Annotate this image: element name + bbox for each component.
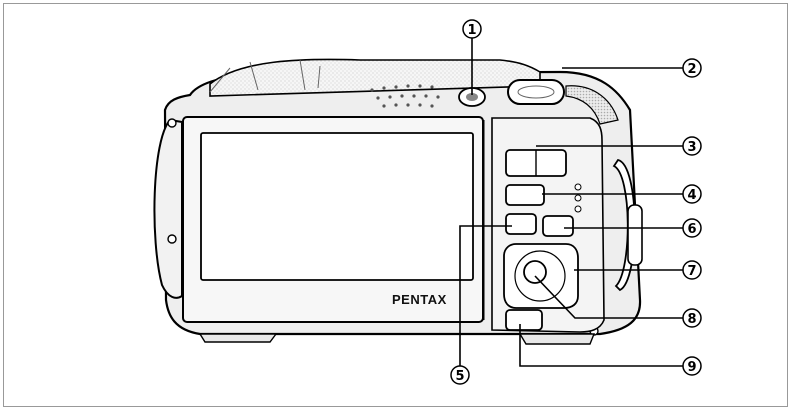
callout-7-label: 7 <box>687 264 696 279</box>
callout-1: 1 <box>462 19 482 39</box>
play-button <box>505 184 545 206</box>
callout-6: 6 <box>682 218 702 238</box>
callout-5-label: 5 <box>455 369 464 384</box>
callout-3-label: 3 <box>687 140 696 155</box>
callout-4-label: 4 <box>687 188 696 203</box>
callout-5: 5 <box>450 365 470 385</box>
left-grip <box>153 118 183 299</box>
callout-7: 7 <box>682 260 702 280</box>
shutter-release-button <box>507 79 565 105</box>
brand-label: PENTAX <box>392 292 447 307</box>
callout-9: 9 <box>682 356 702 376</box>
callout-1-label: 1 <box>467 23 476 38</box>
lcd-screen <box>200 132 474 281</box>
callout-2-label: 2 <box>687 62 696 77</box>
callout-6-label: 6 <box>687 222 696 237</box>
menu-button <box>505 309 543 331</box>
green-button <box>505 213 537 235</box>
callout-4: 4 <box>682 184 702 204</box>
leader-lines <box>459 38 683 367</box>
callout-8: 8 <box>682 308 702 328</box>
callout-8-label: 8 <box>687 312 696 327</box>
speaker-grille <box>370 84 440 108</box>
ok-button <box>523 260 547 284</box>
callout-9-label: 9 <box>687 360 696 375</box>
callout-2: 2 <box>682 58 702 78</box>
top-ridge <box>209 58 541 97</box>
callout-3: 3 <box>682 136 702 156</box>
i-button <box>542 215 574 237</box>
